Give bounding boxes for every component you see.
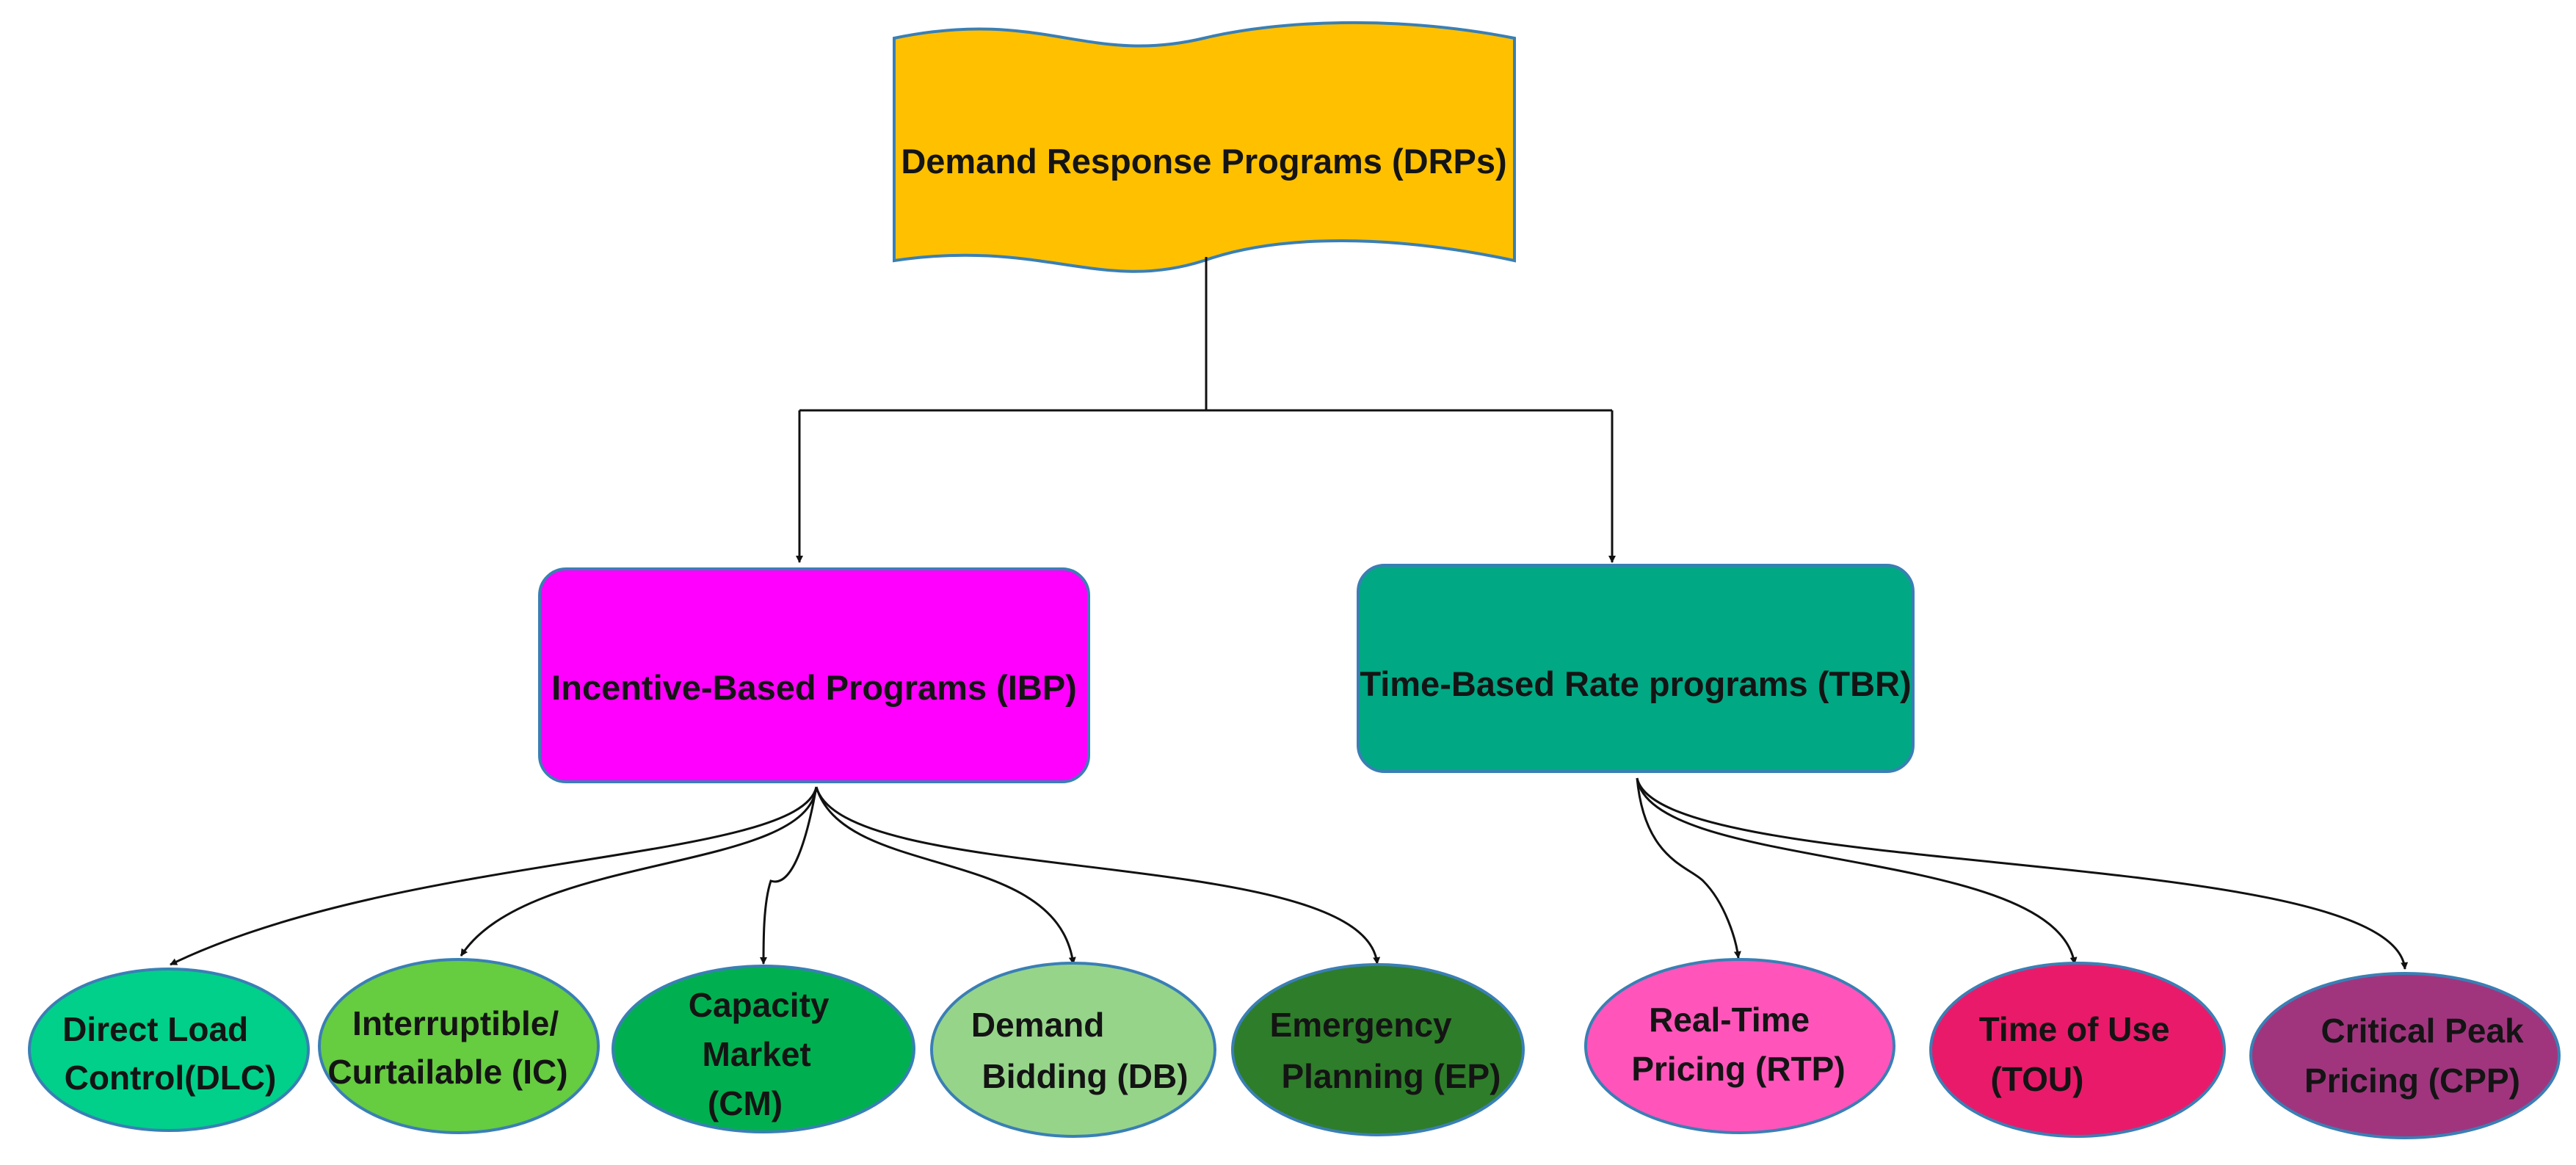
ibp-leaves: Direct Load Control(DLC) Interruptible/ … bbox=[28, 958, 1525, 1138]
dlc-line-1: Direct Load bbox=[62, 1010, 248, 1048]
ep-line-2: Planning (EP) bbox=[1282, 1057, 1501, 1095]
cm-ellipse bbox=[612, 965, 915, 1133]
root-label: Demand Response Programs (DRPs) bbox=[901, 142, 1506, 181]
rtp-ellipse bbox=[1584, 958, 1895, 1134]
dlc-ellipse bbox=[28, 968, 310, 1132]
rtp-line-1: Real-Time bbox=[1649, 1001, 1810, 1039]
root-banner-shape bbox=[893, 21, 1516, 273]
dlc-line-2: Control(DLC) bbox=[65, 1059, 277, 1097]
tbr-box bbox=[1357, 564, 1915, 773]
root-connectors bbox=[796, 257, 1616, 563]
svg-text:Interruptible/ Curtail: Interruptible/ Curtailable (IC) bbox=[327, 1004, 568, 1091]
svg-text:Emergency Planning (EP: Emergency Planning (EP) bbox=[1270, 1006, 1501, 1095]
cm-line-3: (CM) bbox=[708, 1084, 783, 1122]
svg-text:Time of Use (TOU): Time of Use (TOU) bbox=[1979, 1010, 2180, 1098]
cm-line-2: Market bbox=[702, 1035, 810, 1073]
db-line-2: Bidding (DB) bbox=[982, 1057, 1188, 1095]
ep-line-1: Emergency bbox=[1270, 1006, 1452, 1044]
svg-text:Capacity Market: Capacity Market (CM) bbox=[689, 986, 839, 1122]
branch-tbr: Time-Based Rate programs (TBR) bbox=[1357, 564, 1915, 773]
ep-ellipse bbox=[1231, 963, 1525, 1136]
rtp-line-2: Pricing (RTP) bbox=[1631, 1050, 1845, 1088]
tou-line-1: Time of Use bbox=[1979, 1010, 2170, 1048]
leaf-ic: Interruptible/ Curtailable (IC) bbox=[318, 958, 600, 1134]
leaf-cm: Capacity Market (CM) bbox=[612, 965, 915, 1133]
cpp-line-1: Critical Peak bbox=[2321, 1012, 2525, 1050]
cm-line-1: Capacity bbox=[689, 986, 830, 1024]
branch-ibp: Incentive-Based Programs (IBP) bbox=[538, 567, 1090, 783]
svg-text:Demand Bidding (DB): Demand Bidding (DB) bbox=[971, 1006, 1189, 1095]
tou-ellipse bbox=[1929, 962, 2226, 1138]
ic-ellipse bbox=[318, 958, 600, 1134]
cpp-line-2: Pricing (CPP) bbox=[2304, 1061, 2520, 1100]
svg-text:Direct Load Control(DL: Direct Load Control(DLC) bbox=[62, 1010, 276, 1097]
tou-line-2: (TOU) bbox=[1991, 1060, 2084, 1098]
leaf-dlc: Direct Load Control(DLC) bbox=[28, 968, 310, 1132]
tbr-leaves: Real-Time Pricing (RTP) Time of Use (TOU… bbox=[1584, 958, 2561, 1139]
root-node: Demand Response Programs (DRPs) bbox=[893, 21, 1516, 273]
ibp-label: Incentive-Based Programs (IBP) bbox=[551, 668, 1077, 707]
ic-line-2: Curtailable (IC) bbox=[327, 1053, 567, 1091]
leaf-ep: Emergency Planning (EP) bbox=[1231, 963, 1525, 1136]
db-line-1: Demand bbox=[971, 1006, 1104, 1044]
ibp-box bbox=[538, 567, 1090, 783]
ibp-leaf-connectors bbox=[170, 786, 1381, 966]
tbr-leaf-connectors bbox=[1636, 777, 2409, 970]
cpp-ellipse bbox=[2249, 972, 2561, 1139]
svg-text:Critical Peak Pricing: Critical Peak Pricing (CPP) bbox=[2304, 1012, 2533, 1100]
leaf-tou: Time of Use (TOU) bbox=[1929, 962, 2226, 1138]
leaf-db: Demand Bidding (DB) bbox=[930, 962, 1216, 1138]
db-ellipse bbox=[930, 962, 1216, 1138]
ic-line-1: Interruptible/ bbox=[352, 1004, 559, 1042]
tbr-label: Time-Based Rate programs (TBR) bbox=[1360, 664, 1911, 703]
leaf-cpp: Critical Peak Pricing (CPP) bbox=[2249, 972, 2561, 1139]
svg-text:Real-Time Pricing (RTP: Real-Time Pricing (RTP) bbox=[1631, 1001, 1845, 1088]
leaf-rtp: Real-Time Pricing (RTP) bbox=[1584, 958, 1895, 1134]
